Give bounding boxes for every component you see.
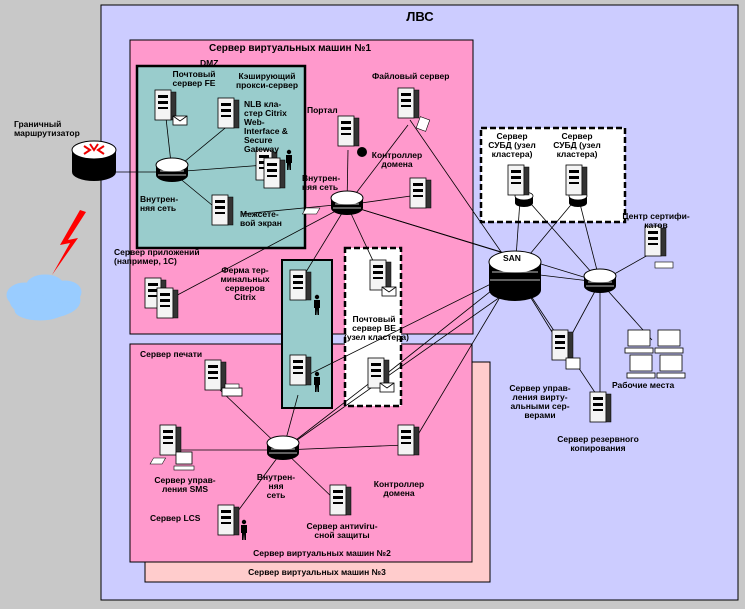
sms-monitor-icon [173,451,195,471]
db-server-1-icon [507,164,530,196]
border-router-icon [71,140,117,181]
backup-server-label: Сервер резервного копирования [557,434,639,453]
cert-center-label: Центр сертифи- катов [622,211,690,230]
cert-center-server-icon [644,225,667,257]
file-server-doc-icon [415,116,431,132]
file-server-icon [397,87,420,119]
mail-fe-label: Почтовый сервер FE [172,69,216,88]
file-server-label: Файловый сервер [372,71,450,81]
envelope-icon [172,115,188,126]
citrix-server-2-icon [289,354,312,386]
mail-fe-server-icon [154,89,177,121]
app-server-label: Сервер приложений (например, 1С) [114,247,200,266]
print-server-icon [204,359,227,391]
dmz-internal-net-label: Внутрен- няя сеть [140,194,179,213]
workstations-icon [624,329,686,379]
print-server-label: Сервер печати [140,349,203,359]
proxy-label: Кэширующий прокси-сервер [235,71,299,90]
firewall-server-icon [211,194,234,226]
internet-cloud-icon [6,274,82,321]
citrix-farm-label: Ферма тер- минальных серверов Citrix [220,265,270,302]
proxy-server-icon [217,97,240,129]
cert-keyboard-icon [654,261,674,269]
nlb-server-2-icon [263,157,286,189]
right-hub-icon [583,268,617,294]
sms-server-label: Сервер управ- ления SMS [154,475,216,494]
lan-title: ЛВС [406,9,434,24]
envelope-be-2-icon [379,382,395,393]
domain-controller-1-icon [409,177,432,209]
firewall-label: Межсете- вой экран [240,209,282,228]
border-router-label: Граничный маршрутизатор [14,119,80,138]
mail-be-label: Почтовый сервер BE (узел кластера) [344,314,409,342]
mail-be-server-1-icon [369,259,392,291]
dc2-keyboard-icon [149,457,167,465]
domain-controller-1-label: Контроллер домена [371,150,423,169]
dmz-label: DMZ [200,58,219,68]
domain-controller-2-label: Контроллер домена [373,479,425,498]
vm-mgmt-label: Сервер управ- ления вирту- альными сер- … [509,383,571,420]
san-icon [488,250,542,301]
domain-controller-2-icon [397,424,420,456]
citrix-server-1-icon [289,269,312,301]
printer-icon [221,383,243,397]
san-label: SAN [503,253,521,263]
sms-server-icon [159,424,182,456]
db-cluster-box [479,126,627,224]
internal-hub-1-icon [330,190,364,216]
portal-node-icon [357,147,367,157]
vm-server-1-label: Сервер виртуальных машин №1 [208,43,372,54]
lcs-server-label: Сервер LCS [150,513,201,523]
keyboard-icon [301,207,321,215]
nlb-label: NLB кла- стер Citrix Web- Interface & Se… [244,99,288,154]
antivirus-server-icon [329,484,352,516]
dmz-internal-hub-icon [155,157,189,183]
backup-server-icon [589,391,612,423]
portal-label: Портал [307,105,338,115]
vm-mgmt-server-icon [551,329,574,361]
app-server-2-icon [156,287,179,319]
portal-server-icon [337,115,360,147]
envelope-be-1-icon [381,286,397,297]
lightning-icon [52,210,86,275]
antivirus-label: Сервер антиviru- сной защиты [306,521,378,540]
internal-hub-2-icon [266,435,300,461]
vm-mgmt-monitor-icon [565,357,581,370]
workstations-label: Рабочие места [612,380,675,390]
lcs-server-icon [217,504,240,536]
vm-server-2-label: Сервер виртуальных машин №2 [253,548,391,558]
internal-net-1-label: Внутрен- няя сеть [302,173,341,192]
vm-server-3-label: Сервер виртуальных машин №3 [248,567,386,577]
db-node-2-label: Сервер СУБД (узел кластера) [553,131,601,159]
internal-net-2-label: Внутрен- няя сеть [256,472,296,500]
db-server-2-icon [565,164,588,196]
db-node-1-label: Сервер СУБД (узел кластера) [488,131,536,159]
